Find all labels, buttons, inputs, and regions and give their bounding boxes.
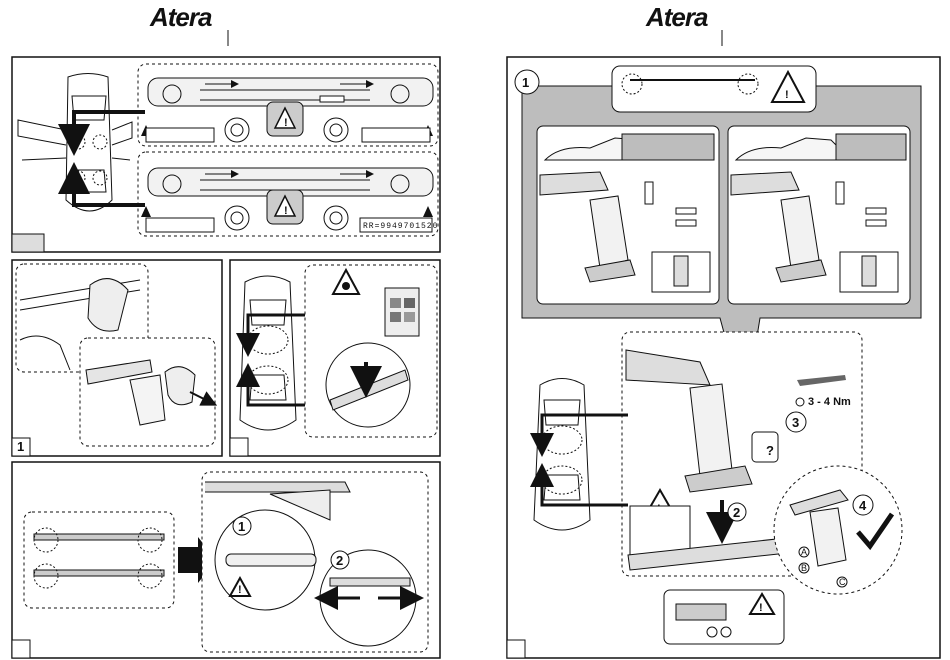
label-b: B	[801, 563, 807, 573]
svg-text:!: !	[759, 602, 763, 614]
question-mark: ?	[766, 443, 774, 458]
panel-middle-right	[230, 260, 440, 456]
step-main-1: 1	[522, 75, 529, 90]
step-3: 3	[792, 415, 799, 430]
instruction-left	[537, 126, 719, 304]
right-brand-logo: Atera	[645, 2, 708, 32]
instruction-right	[728, 126, 910, 304]
rail-box-upper: !	[138, 64, 438, 146]
label-c: C	[839, 577, 846, 587]
warning-mark: !	[284, 117, 288, 129]
svg-text:!: !	[238, 584, 242, 596]
step-2: 2	[733, 505, 740, 520]
left-brand-logo: Atera	[149, 2, 212, 32]
left-page: Atera	[12, 2, 440, 658]
label-a: A	[801, 547, 807, 557]
svg-text:!: !	[284, 205, 288, 217]
step-4: 4	[859, 498, 867, 513]
svg-text:!: !	[785, 89, 789, 101]
car-top-right	[534, 379, 590, 531]
rail-box-lower: RR=9949701520 !	[138, 152, 438, 236]
panel-middle-left: 1	[12, 260, 222, 456]
panel-bottom: 1 ! 2	[12, 462, 440, 658]
panel-top: ! RR=9949701520	[12, 57, 440, 252]
right-page: Atera 1 !	[507, 2, 940, 658]
rr-code: RR=9949701520	[363, 222, 438, 231]
panel-step-1: 1	[17, 439, 24, 454]
bottom-step-1: 1	[238, 519, 245, 534]
bottom-step-2: 2	[336, 553, 343, 568]
torque-spec: 3 - 4 Nm	[808, 396, 851, 408]
